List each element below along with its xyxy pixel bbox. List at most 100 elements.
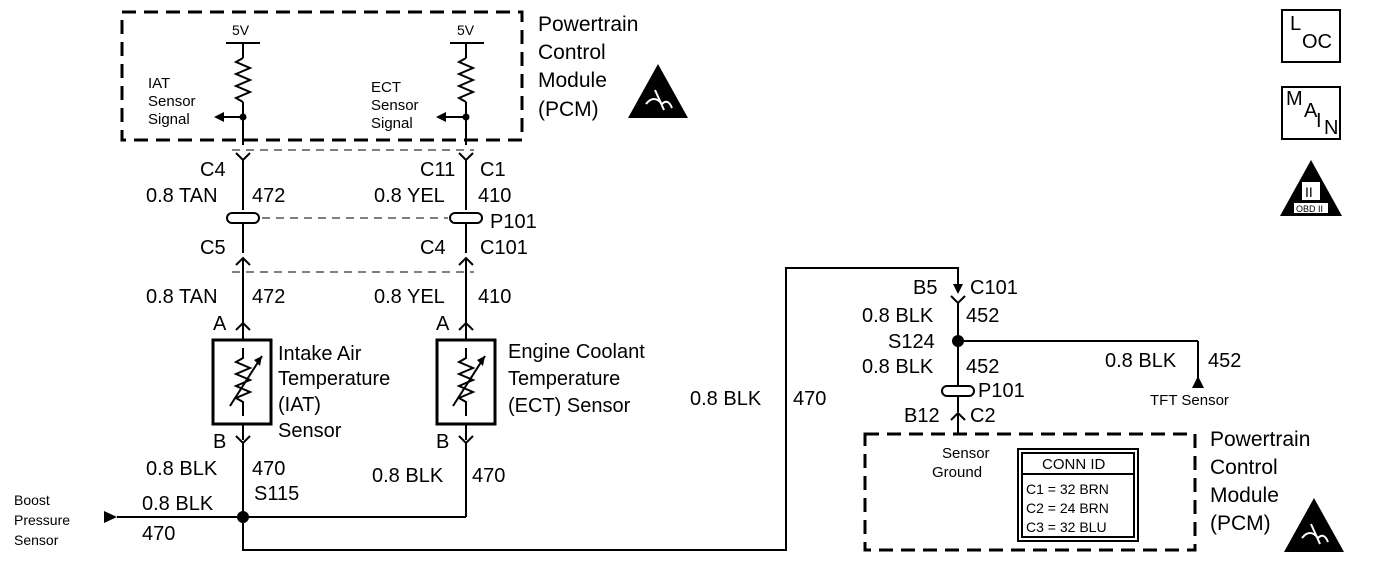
- pcm-bottom-title-line1: Powertrain: [1210, 428, 1310, 451]
- pcm-bottom-title-line4: (PCM): [1210, 512, 1271, 535]
- pcm-top-dashed-border: [120, 10, 524, 142]
- boost-pressure-input: Boost Pressure Sensor 0.8 BLK 470: [14, 492, 243, 548]
- splice-s124-label: S124: [888, 331, 935, 353]
- svg-text:OC: OC: [1302, 31, 1332, 53]
- boost-label-line2: Pressure: [14, 512, 70, 528]
- tft-wire-num: 452: [1208, 350, 1241, 372]
- pcm-bottom-title-line3: Module: [1210, 484, 1279, 507]
- iat-circuit: C4 0.8 TAN 472 C5 0.8 TAN 472 A Intake A…: [146, 152, 390, 548]
- ect-pullup-resistor: [456, 57, 476, 103]
- ect-wire-lower-spec: 0.8 YEL: [374, 286, 445, 308]
- loc-icon: L OC: [1281, 9, 1341, 63]
- pcm-bottom-ground-label-line2: Ground: [932, 464, 982, 481]
- ect-thermistor-icon: [456, 348, 476, 416]
- iat-wire-lower-num: 472: [252, 286, 285, 308]
- ect-pcm-connector-label: C1: [480, 159, 506, 181]
- ect-signal-label-line1: ECT: [371, 79, 401, 96]
- ect-pin-b-label: B: [436, 431, 449, 453]
- svg-text:A: A: [1304, 100, 1318, 122]
- ect-signal-arrow-icon: [436, 112, 446, 122]
- iat-signal-arrow-icon: [214, 112, 224, 122]
- pcm-bottom-dashed-border: [863, 432, 1197, 552]
- pcm-bottom-ground-label-line1: Sensor: [942, 445, 990, 462]
- iat-wire-upper-num: 472: [252, 185, 285, 207]
- esd-warning-icon: [628, 64, 688, 118]
- boost-label-line1: Boost: [14, 492, 50, 508]
- ect-pin-a-label: A: [436, 313, 450, 335]
- boost-wire-num: 470: [142, 523, 175, 545]
- conn-id-row1: C1 = 32 BRN: [1026, 481, 1109, 497]
- iat-inline-connector-label: C5: [200, 237, 226, 259]
- tft-connector-arrow-icon: [1192, 376, 1204, 388]
- right-wire2-spec: 0.8 BLK: [862, 356, 934, 378]
- right-wire1-spec: 0.8 BLK: [862, 305, 934, 327]
- ect-signal-label-line2: Sensor: [371, 97, 419, 114]
- svg-text:N: N: [1324, 117, 1338, 139]
- pcm-top-title-line3: Module: [538, 69, 607, 92]
- iat-wire-lower-spec: 0.8 TAN: [146, 286, 218, 308]
- boost-label-line3: Sensor: [14, 532, 59, 548]
- iat-sensor-name-line1: Intake Air: [278, 343, 362, 365]
- ect-ground-wire-spec: 0.8 BLK: [372, 465, 444, 487]
- obd-ii-icon: II OBD II: [1280, 160, 1342, 216]
- ect-p101-label: P101: [490, 211, 537, 233]
- pcm-top-title-line2: Control: [538, 41, 606, 64]
- ect-wire-lower-num: 410: [478, 286, 511, 308]
- pcm-top-title-line1: Powertrain: [538, 13, 638, 36]
- svg-text:M: M: [1286, 88, 1303, 110]
- ect-wire-upper-spec: 0.8 YEL: [374, 185, 445, 207]
- esd-warning-icon-bottom: [1284, 498, 1344, 552]
- right-pin-b5-label: B5: [913, 277, 937, 299]
- right-p101-label: P101: [978, 380, 1025, 402]
- iat-signal-label-line1: IAT: [148, 75, 170, 92]
- ect-sensor-name-line1: Engine Coolant: [508, 341, 645, 363]
- ect-inline-pin-label: C4: [420, 237, 446, 259]
- right-pin-b12-label: B12: [904, 405, 940, 427]
- ect-sensor-name-line2: Temperature: [508, 368, 620, 390]
- iat-pcm-connector-label: C4: [200, 159, 226, 181]
- ect-inline-connector-label: C101: [480, 237, 528, 259]
- tft-sensor-label: TFT Sensor: [1150, 392, 1229, 409]
- ect-circuit: C11 C1 0.8 YEL 410 P101 C4 C101 0.8 YEL …: [243, 152, 645, 518]
- iat-sensor-name-line3: (IAT): [278, 394, 321, 416]
- ect-5v-label: 5V: [457, 22, 475, 38]
- iat-5v-label: 5V: [232, 22, 250, 38]
- right-c101-label: C101: [970, 277, 1018, 299]
- pcm-top-module: Powertrain Control Module (PCM) 5V IAT S…: [120, 10, 688, 145]
- iat-signal-label-line2: Sensor: [148, 93, 196, 110]
- tft-wire-spec: 0.8 BLK: [1105, 350, 1177, 372]
- iat-sensor-name-line2: Temperature: [278, 368, 390, 390]
- right-wire1-num: 452: [966, 305, 999, 327]
- ect-pcm-pin-label: C11: [420, 159, 455, 181]
- conn-id-row3: C3 = 32 BLU: [1026, 519, 1107, 535]
- right-ground-circuit: B5 C101 0.8 BLK 452 S124 0.8 BLK 452 P10…: [862, 277, 1241, 434]
- iat-pin-b-label: B: [213, 431, 226, 453]
- conn-id-row2: C2 = 24 BRN: [1026, 500, 1109, 516]
- ect-wire-upper-num: 410: [478, 185, 511, 207]
- return-wire-spec: 0.8 BLK: [690, 388, 762, 410]
- pcm-top-title-line4: (PCM): [538, 98, 599, 121]
- iat-wire-upper-spec: 0.8 TAN: [146, 185, 218, 207]
- iat-pin-a-label: A: [213, 313, 227, 335]
- iat-pullup-resistor: [233, 57, 253, 103]
- svg-text:I: I: [1316, 110, 1322, 132]
- return-wire-num: 470: [793, 388, 826, 410]
- ect-sensor-name-line3: (ECT) Sensor: [508, 395, 631, 417]
- svg-text:L: L: [1290, 13, 1301, 35]
- splice-s115-label: S115: [254, 483, 299, 505]
- iat-ground-wire-num: 470: [252, 458, 285, 480]
- iat-sensor-name-line4: Sensor: [278, 420, 342, 442]
- return-ground-wire: 0.8 BLK 470: [242, 267, 959, 551]
- ect-ground-wire-num: 470: [472, 465, 505, 487]
- boost-wire-spec: 0.8 BLK: [142, 493, 214, 515]
- iat-ground-wire-spec: 0.8 BLK: [146, 458, 218, 480]
- connector-outlines: [232, 149, 474, 273]
- svg-text:II: II: [1305, 184, 1313, 200]
- pcm-bottom-title-line2: Control: [1210, 456, 1278, 479]
- right-wire2-num: 452: [966, 356, 999, 378]
- main-icon: M A I N: [1281, 86, 1341, 140]
- iat-signal-label-line3: Signal: [148, 111, 190, 128]
- svg-text:OBD II: OBD II: [1296, 204, 1323, 214]
- boost-connector-arrow-icon: [104, 511, 117, 523]
